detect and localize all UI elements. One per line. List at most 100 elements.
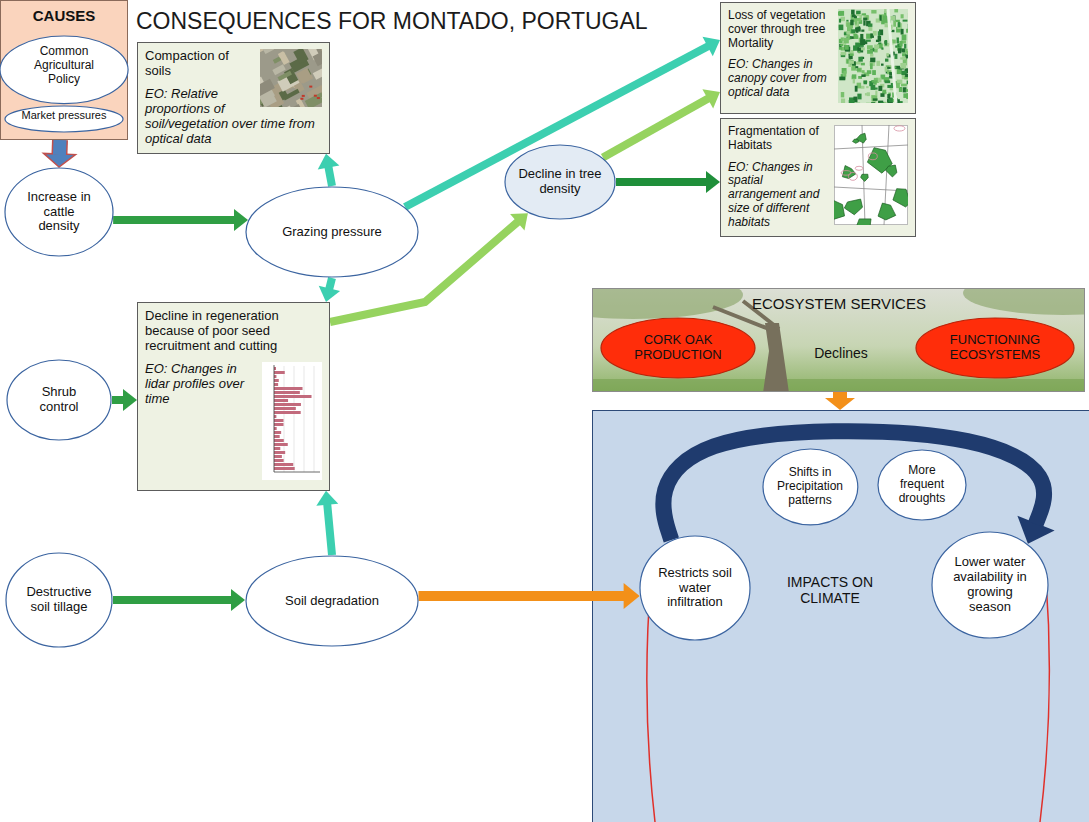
canopy-pixel bbox=[858, 57, 862, 62]
node-note: EO: Changes in lidar profiles over time bbox=[145, 362, 322, 407]
ellipse-shape bbox=[640, 536, 750, 640]
canopy-pixel bbox=[863, 20, 865, 25]
ellipse-shape bbox=[601, 318, 755, 378]
process-ellipse: Decline in tree density bbox=[504, 144, 616, 220]
climate-ellipse: Restricts soil water infiltration bbox=[639, 535, 751, 641]
node-label: Loss of vegetation cover through tree Mo… bbox=[728, 9, 908, 50]
habitat-patch bbox=[856, 133, 866, 143]
red-mark bbox=[302, 95, 305, 97]
canopy-pixel bbox=[901, 29, 904, 35]
habitat-patch bbox=[844, 199, 862, 215]
pink-patch bbox=[855, 166, 863, 170]
canopy-pixel bbox=[865, 93, 867, 95]
red-mark bbox=[300, 98, 303, 100]
arrow-shaft bbox=[53, 140, 67, 155]
canopy-pixel bbox=[849, 100, 855, 103]
canopy-pixel bbox=[865, 40, 870, 42]
field-patch bbox=[321, 94, 322, 107]
canopy-pixel bbox=[853, 79, 855, 84]
profile-bar bbox=[274, 463, 293, 466]
arrow-shaft bbox=[113, 216, 235, 224]
flow-arrow bbox=[113, 589, 245, 611]
canopy-pixel bbox=[901, 14, 904, 18]
canopy-pixel bbox=[856, 11, 861, 14]
canopy-pixel bbox=[906, 89, 908, 92]
arrow-shaft bbox=[329, 278, 332, 289]
process-ellipse: Destructive soil tillage bbox=[5, 552, 113, 648]
process-ellipse: Soil degradation bbox=[245, 555, 419, 647]
canopy-pixel bbox=[856, 103, 860, 104]
canopy-pixel bbox=[861, 63, 865, 66]
canopy-pixel bbox=[867, 45, 873, 49]
cause-ellipse: Common Agricultural Policy bbox=[0, 35, 129, 105]
canopy-pixel bbox=[870, 63, 873, 69]
service-oval: CORK OAK PRODUCTION bbox=[600, 317, 756, 379]
habitat-patch bbox=[842, 166, 855, 179]
node-label: Shrub control bbox=[24, 385, 94, 415]
lidar-profile-chart bbox=[262, 362, 322, 480]
habitat-patch bbox=[893, 189, 908, 207]
canopy-pixel bbox=[886, 53, 889, 56]
canopy-pixel bbox=[895, 54, 898, 59]
canopy-pixel bbox=[867, 50, 873, 54]
grass bbox=[593, 379, 1085, 392]
canopy-pixel bbox=[845, 45, 849, 50]
canopy-pixel bbox=[844, 45, 849, 50]
canopy-pixel bbox=[876, 40, 879, 42]
canopy-pixel bbox=[867, 70, 871, 74]
field-patch bbox=[293, 104, 303, 107]
canopy-pixel bbox=[894, 9, 898, 12]
climate-panel: IMPACTS ON CLIMATEShifts in Precipitatio… bbox=[592, 410, 1089, 822]
canopy-pixel bbox=[844, 32, 848, 35]
profile-bar bbox=[274, 451, 285, 454]
chart-grid bbox=[294, 366, 295, 472]
canopy-pixel bbox=[905, 74, 908, 77]
arrow-shaft bbox=[112, 396, 124, 404]
profile-bar bbox=[274, 407, 296, 410]
consequence-box: Decline in regeneration because of poor … bbox=[137, 302, 330, 491]
ellipse-shape bbox=[763, 449, 858, 525]
flow-arrow bbox=[112, 389, 137, 411]
climate-ring bbox=[1040, 580, 1049, 822]
canopy-pixel bbox=[907, 81, 908, 85]
arrow-shaft bbox=[327, 504, 332, 555]
arrow-shaft bbox=[113, 596, 232, 604]
profile-bar bbox=[274, 411, 301, 414]
ellipse-shape bbox=[7, 360, 111, 440]
consequence-box: Loss of vegetation cover through tree Mo… bbox=[720, 2, 916, 114]
canopy-pixel bbox=[876, 61, 880, 66]
canopy-pixel bbox=[855, 20, 857, 25]
pink-patch bbox=[848, 172, 857, 180]
canopy-pixel bbox=[906, 29, 908, 33]
canopy-pixel bbox=[878, 31, 881, 36]
canopy-pixel bbox=[845, 32, 849, 34]
canopy-pixel bbox=[868, 27, 872, 31]
process-ellipse: Shrub control bbox=[6, 359, 112, 441]
canopy-pixel bbox=[839, 25, 844, 31]
arrow-head bbox=[316, 491, 338, 506]
canopy-pixel bbox=[872, 80, 878, 82]
node-label: Compaction of soils bbox=[145, 49, 322, 79]
canopy-pixel bbox=[874, 45, 879, 49]
aerial-image bbox=[260, 49, 322, 107]
profile-bar bbox=[274, 399, 288, 402]
canopy-pixel bbox=[885, 40, 887, 45]
arrow-shaft bbox=[663, 431, 1044, 540]
node-label: Soil degradation bbox=[285, 594, 379, 609]
canopy-pixel bbox=[861, 86, 865, 89]
canopy-pixel bbox=[887, 67, 890, 69]
canopy-pixel bbox=[841, 52, 847, 55]
canopy-pixel bbox=[847, 34, 849, 40]
arrow-head bbox=[123, 389, 137, 411]
canopy-pixel bbox=[882, 90, 886, 94]
node-label: Lower water availability in growing seas… bbox=[946, 555, 1034, 615]
climate-ellipse: Lower water availability in growing seas… bbox=[931, 531, 1049, 639]
field-patch bbox=[293, 49, 308, 64]
process-ellipse: Increase in cattle density bbox=[4, 167, 114, 257]
canopy-pixel bbox=[843, 71, 846, 77]
canopy-pixel bbox=[880, 15, 882, 21]
flow-arrow bbox=[825, 392, 855, 410]
canopy-pixel bbox=[857, 68, 862, 73]
node-note: EO: Changes in canopy cover from optical… bbox=[728, 58, 908, 99]
node-label: CORK OAK PRODUCTION bbox=[618, 333, 738, 363]
